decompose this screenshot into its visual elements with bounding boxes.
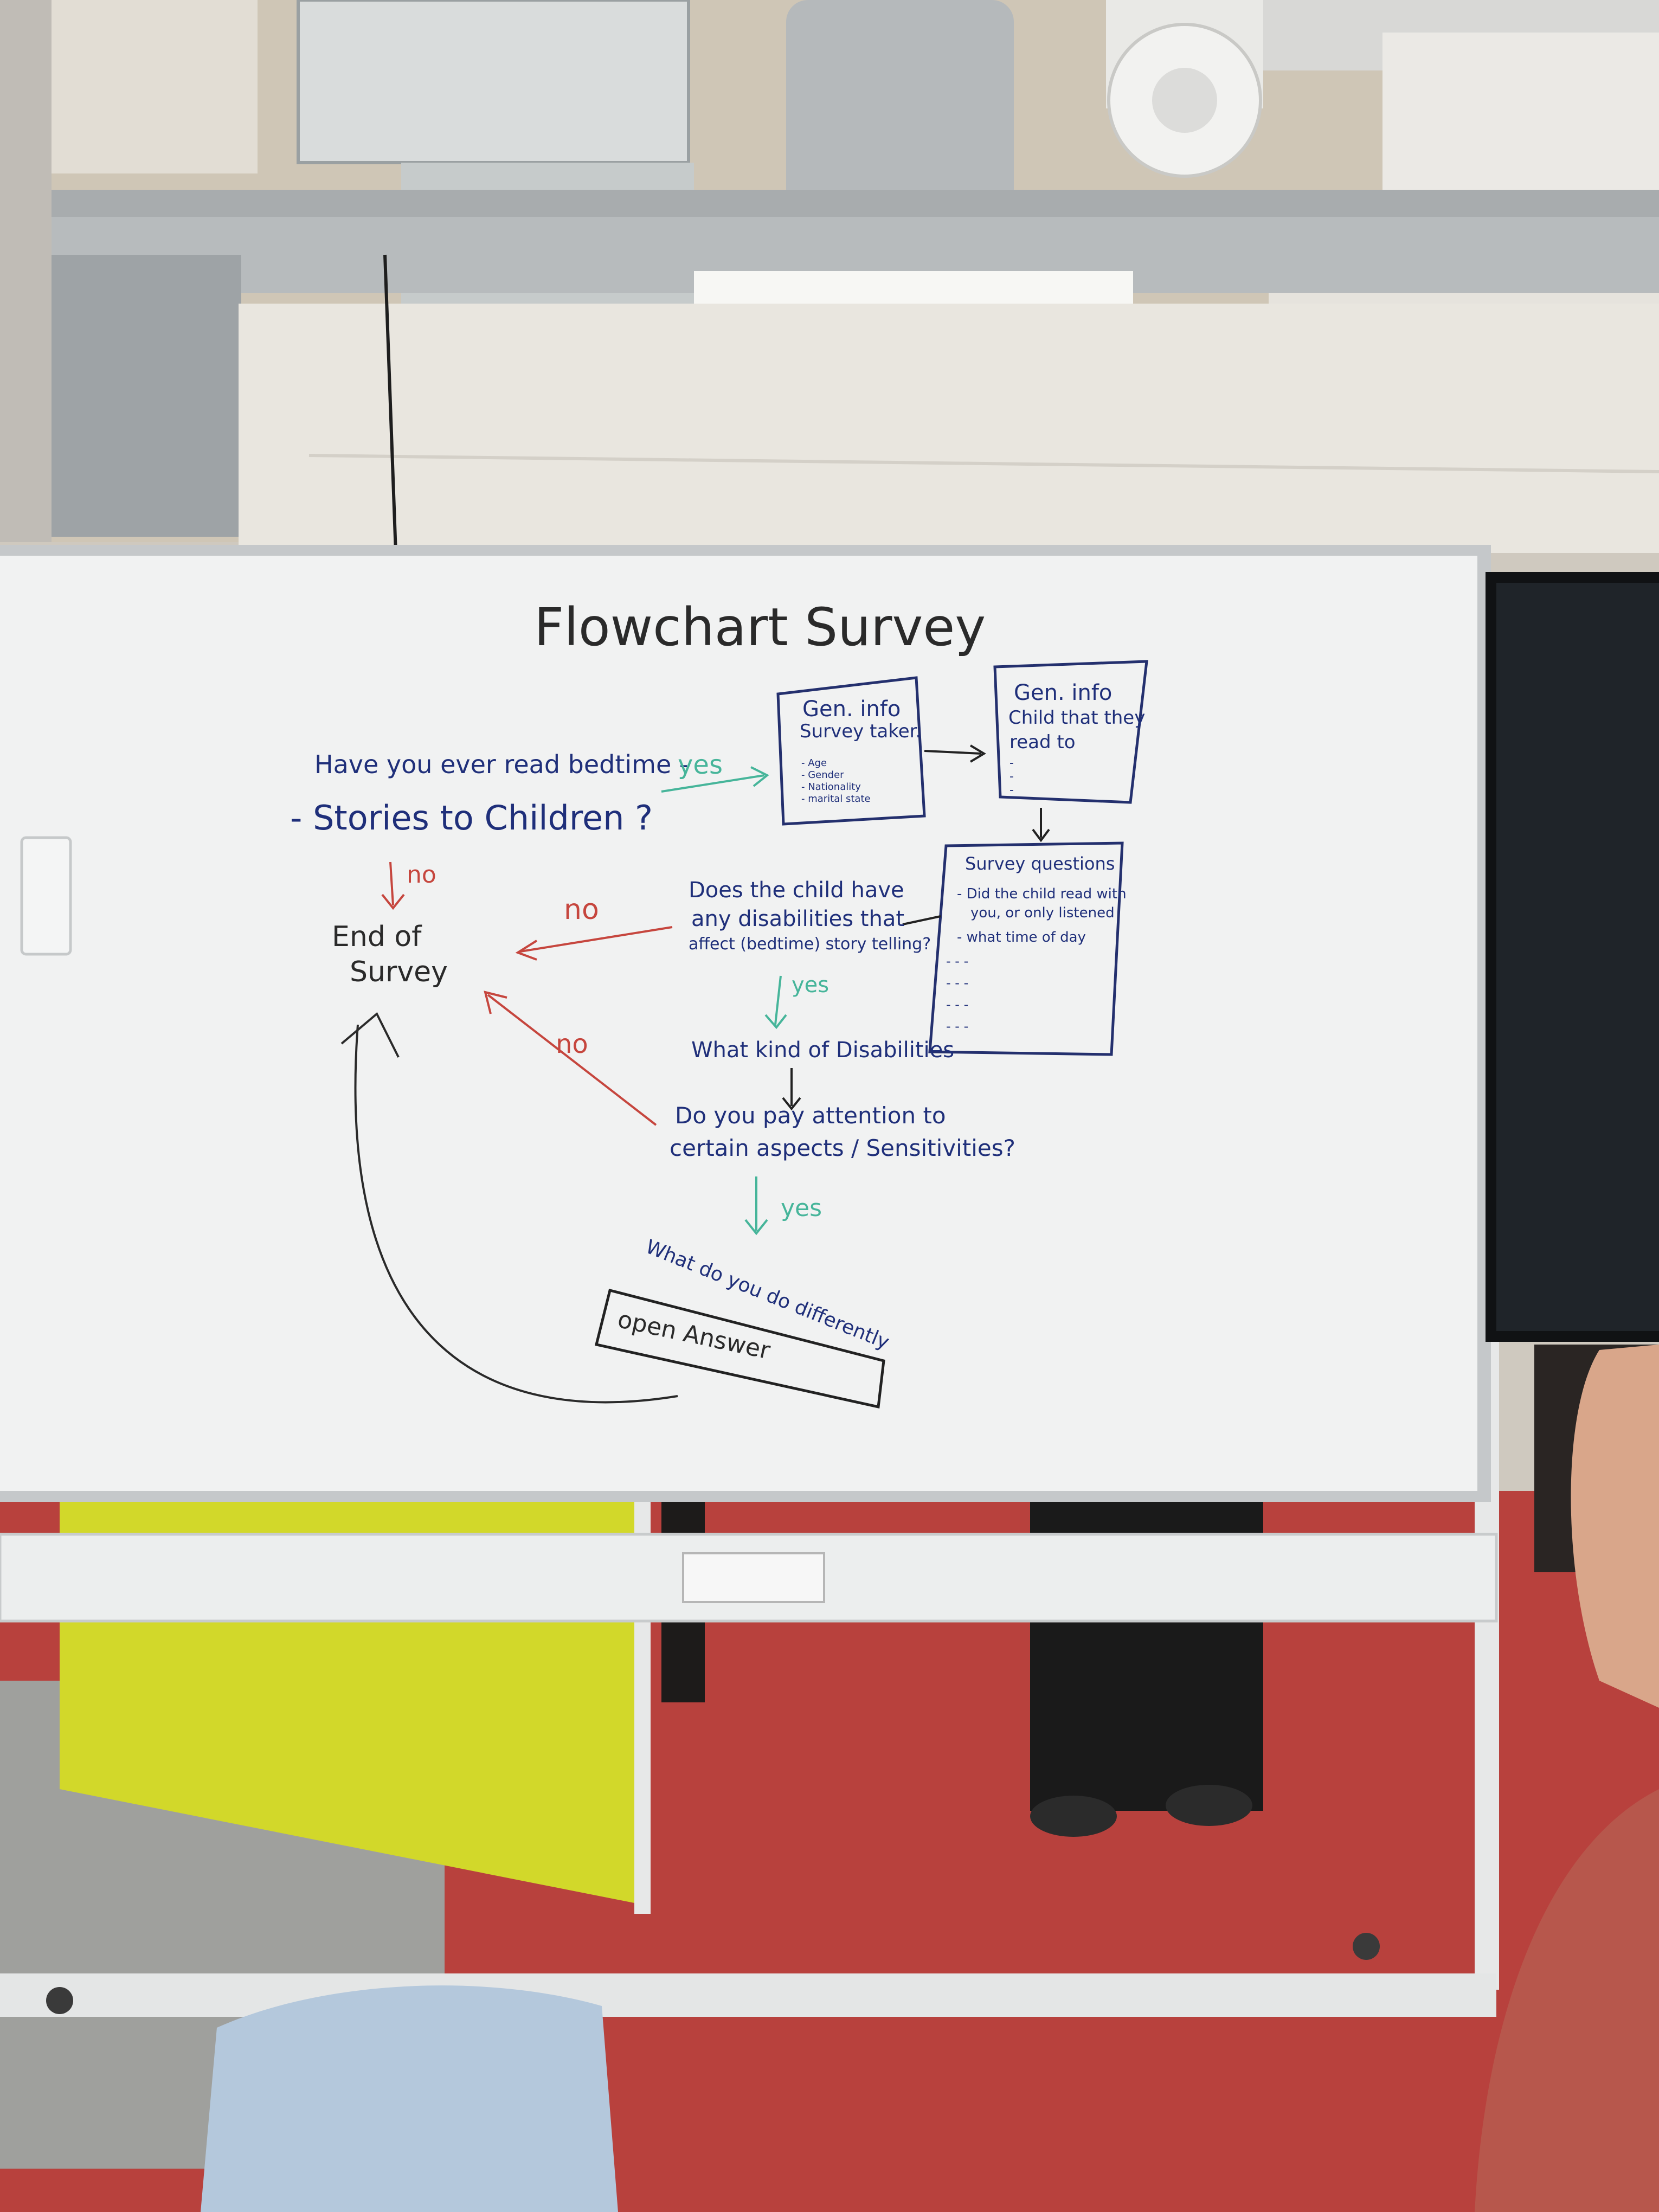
back-wall bbox=[239, 304, 1659, 553]
arrow-down-1-head bbox=[1032, 828, 1050, 843]
shoe-left bbox=[1030, 1796, 1117, 1837]
arrow-no-3-head bbox=[484, 991, 507, 1014]
board-title: Flowchart Survey bbox=[534, 597, 986, 658]
attention-q-line1: Do you pay attention to bbox=[675, 1102, 946, 1129]
arrow-no-1 bbox=[389, 861, 394, 906]
arrow-return-head bbox=[340, 1012, 400, 1058]
box-taker-item: - Nationality bbox=[801, 781, 861, 793]
box-questions-item2: - what time of day bbox=[957, 929, 1086, 946]
yes-label-3: yes bbox=[781, 1194, 822, 1222]
box-child-title-3: read to bbox=[1009, 731, 1076, 753]
box-child-item: - bbox=[1009, 756, 1014, 770]
box-survey-questions bbox=[928, 841, 1124, 1056]
diffuser-center bbox=[1152, 68, 1217, 133]
arrow-yes-1-head bbox=[750, 766, 769, 787]
arrow-no-2-head bbox=[515, 940, 538, 961]
box-child-item: - bbox=[1009, 770, 1014, 783]
start-question-line2: - Stories to Children ? bbox=[290, 798, 653, 838]
box-taker-title-1: Gen. info bbox=[802, 697, 901, 722]
end-survey-line1: End of bbox=[332, 921, 422, 953]
wall-moulding bbox=[308, 454, 1659, 473]
box-questions-item1-line1: - Did the child read with bbox=[957, 886, 1127, 902]
arrow-no-1-head bbox=[381, 893, 405, 910]
person-face bbox=[1571, 1345, 1659, 1708]
start-question-line1: Have you ever read bedtime - bbox=[314, 750, 689, 779]
box-questions-dash: - - - bbox=[946, 1019, 969, 1034]
arrow-boxes-head bbox=[969, 744, 986, 763]
box-child-title-1: Gen. info bbox=[1014, 680, 1113, 705]
box-questions-title: Survey questions bbox=[965, 853, 1115, 874]
pillar bbox=[0, 0, 52, 542]
ceiling-panel bbox=[52, 0, 258, 173]
box-questions-dash: - - - bbox=[946, 975, 969, 991]
box-taker-title-2: Survey taker. bbox=[800, 721, 922, 742]
disability-q-line2: any disabilities that bbox=[691, 906, 905, 931]
box-questions-dash: - - - bbox=[946, 997, 969, 1012]
whiteboard bbox=[0, 556, 1477, 1491]
ceiling-ducts-left bbox=[52, 255, 241, 537]
disability-q-line1: Does the child have bbox=[689, 878, 904, 903]
ceiling-panel-right bbox=[1382, 33, 1659, 211]
arrow-no-3 bbox=[487, 994, 657, 1126]
box-open-answer bbox=[594, 1288, 885, 1409]
hanging-cable bbox=[383, 254, 397, 554]
blue-cloth bbox=[201, 1985, 618, 2212]
arrow-yes-3-head bbox=[744, 1219, 768, 1236]
box-child-title-2: Child that they bbox=[1008, 707, 1146, 729]
round-duct bbox=[786, 0, 1014, 228]
box-taker-item: - marital state bbox=[801, 793, 871, 805]
yes-label-2: yes bbox=[792, 973, 829, 998]
disability-q-line3: affect (bedtime) story telling? bbox=[689, 935, 931, 954]
box-survey-taker bbox=[776, 676, 926, 826]
arrow-yes-2 bbox=[774, 975, 782, 1025]
yes-label-1: yes bbox=[678, 750, 723, 780]
no-label-1: no bbox=[407, 861, 436, 889]
box-questions-item1-line2: you, or only listened bbox=[970, 905, 1115, 921]
arrow-yes-1 bbox=[661, 774, 765, 793]
arrow-boxes bbox=[924, 750, 982, 755]
box-taker-item: - Age bbox=[801, 757, 827, 769]
box-questions-dash: - - - bbox=[946, 954, 969, 969]
caster-left bbox=[46, 1987, 73, 2014]
caster-right bbox=[1353, 1933, 1380, 1960]
box-child-item: - bbox=[1009, 783, 1014, 797]
eraser-holder bbox=[20, 836, 72, 956]
screen-display bbox=[1496, 583, 1659, 1331]
arrow-yes-2-head bbox=[764, 1014, 787, 1030]
arrow-left-1 bbox=[902, 915, 941, 925]
marker-box bbox=[682, 1552, 825, 1603]
stand-base bbox=[0, 1973, 1496, 2017]
end-survey-line2: Survey bbox=[350, 956, 448, 988]
what-kind: What kind of Disabilities bbox=[691, 1038, 955, 1063]
ceiling-vent-panel bbox=[297, 0, 690, 164]
attention-q-line2: certain aspects / Sensitivities? bbox=[670, 1135, 1015, 1161]
arrow-return-curve bbox=[354, 1024, 678, 1404]
shoe-right bbox=[1166, 1785, 1252, 1826]
box-taker-item: - Gender bbox=[801, 769, 844, 781]
arrow-down-2-head bbox=[782, 1097, 801, 1111]
no-label-2: no bbox=[564, 893, 599, 926]
box-child-info bbox=[993, 660, 1148, 804]
no-label-3: no bbox=[556, 1029, 588, 1059]
cable-tray bbox=[52, 190, 1659, 217]
arrow-no-2 bbox=[520, 926, 673, 953]
person-shirt bbox=[1475, 1789, 1659, 2212]
